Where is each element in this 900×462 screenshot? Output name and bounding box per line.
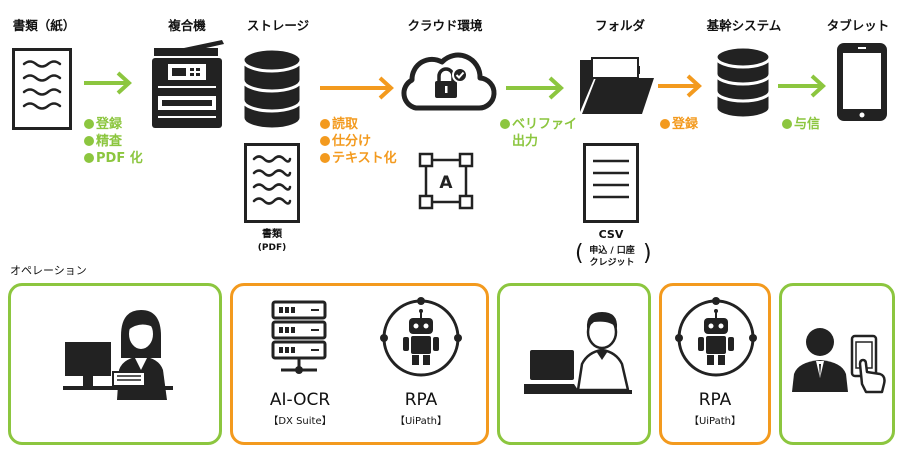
pdf-document-sublabel: (PDF) [257,243,287,253]
step-label: 読取 [320,116,397,133]
title-paper-document: 書類（紙） [12,18,76,33]
multifunction-printer-icon [152,40,224,128]
step-label: 出力 [512,134,539,149]
aiocr-subtitle: 【DX Suite】 [268,416,332,427]
step-labels-scan: 登録 精査 PDF 化 [84,116,143,167]
pdf-document-icon [244,143,300,223]
csv-document-icon [583,143,639,223]
operation-box-credit [779,283,895,445]
csv-paren-open: ( [575,241,584,266]
step-label: 精査 [84,133,143,150]
operation-box-rpa: RPA 【UiPath】 [659,283,771,445]
ocr-text-recognition-icon: A [418,152,474,210]
csv-sublabel-line2: クレジット [589,258,635,268]
man-with-smartphone-icon [792,328,886,394]
aiocr-title: AI-OCR [269,390,331,410]
title-folder: フォルダ [594,18,645,33]
ocr-letter: A [439,173,453,193]
csv-paren-close: ) [643,241,652,266]
title-multifunction-printer: 複合機 [168,18,206,33]
tablet-icon [837,43,887,121]
step-labels-credit: 与信 [782,116,820,133]
rpa-title: RPA [698,390,732,410]
title-tablet: タブレット [826,18,890,33]
paper-document-icon [12,48,72,130]
title-core-system: 基幹システム [706,18,782,33]
step-label: 登録 [660,116,698,133]
cloud-lock-icon [401,52,497,111]
csv-label: CSV [598,228,624,241]
arrow-right-icon [320,76,394,100]
step-label: 与信 [782,116,820,133]
step-label: 登録 [84,116,143,133]
arrow-right-icon [658,74,702,98]
csv-sublabel-line1: 申込 / 口座 [589,246,635,256]
pdf-document-label: 書類 [262,229,282,240]
rpa-subtitle: 【UiPath】 [394,416,448,427]
operation-box-verify [497,283,651,445]
core-system-database-icon [714,45,772,120]
step-label: 仕分け [320,133,397,150]
rpa-title: RPA [404,390,438,410]
storage-database-icon [241,47,303,131]
step-labels-ocr: 読取 仕分け テキスト化 [320,116,397,167]
arrow-right-icon [506,76,564,100]
step-labels-register: 登録 [660,116,698,133]
office-worker-at-computer-icon [63,310,173,400]
rpa-subtitle: 【UiPath】 [688,416,742,427]
step-label: ベリファイ [500,116,577,133]
title-storage: ストレージ [246,18,310,33]
folder-icon [580,57,654,114]
step-label: PDF 化 [84,150,143,167]
arrow-right-icon [84,71,132,95]
man-with-laptop-icon [524,312,632,394]
arrow-right-icon [778,74,826,98]
operation-box-aiocr-rpa: AI-OCR 【DX Suite】 RPA 【UiPath】 [230,283,489,445]
step-label: テキスト化 [320,150,397,167]
operations-title: オペレーション [10,264,87,277]
operation-box-manual-entry [8,283,222,445]
rpa-robot-icon [675,297,757,377]
title-cloud: クラウド環境 [407,18,483,33]
rpa-robot-icon [380,297,462,377]
step-labels-verify: ベリファイ 出力 [500,116,577,150]
server-rack-icon [271,300,327,374]
